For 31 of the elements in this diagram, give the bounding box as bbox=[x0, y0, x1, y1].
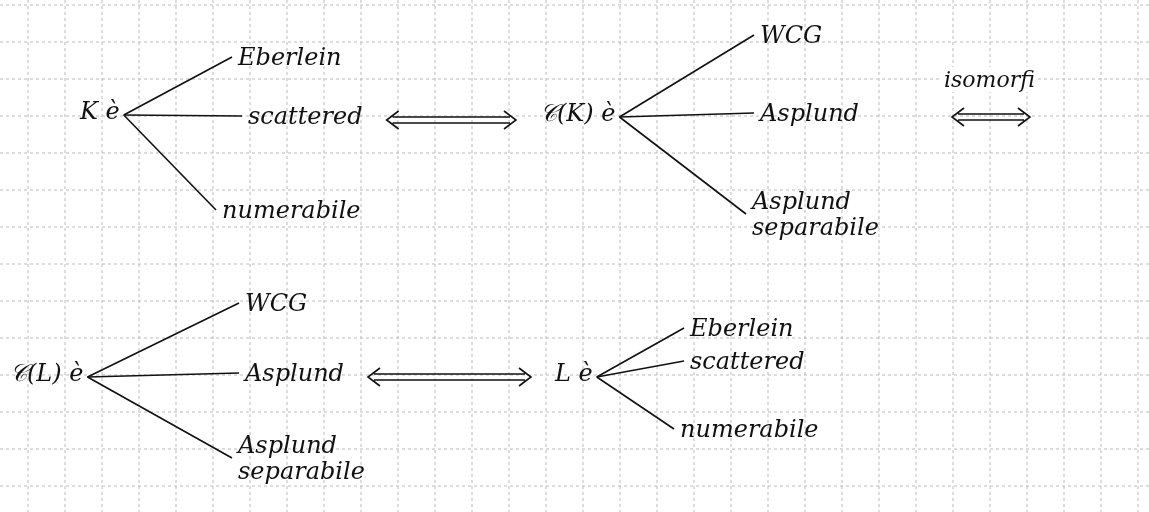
equivalence-arrow bbox=[385, 110, 518, 130]
branch-line bbox=[122, 114, 217, 211]
handwritten-label: Asplund separabile bbox=[752, 188, 892, 240]
branch-line bbox=[86, 372, 240, 378]
branch-line bbox=[618, 116, 747, 215]
branch-line bbox=[596, 360, 685, 378]
note-text: isomorfi bbox=[942, 67, 1037, 92]
handwritten-label: numerabile bbox=[680, 416, 819, 442]
handwritten-label: L è bbox=[555, 360, 593, 386]
handwritten-label: Asplund bbox=[245, 360, 344, 386]
branch-line bbox=[596, 376, 675, 430]
handwritten-label: WCG bbox=[245, 290, 308, 316]
handwritten-label: scattered bbox=[248, 103, 363, 129]
branch-line bbox=[86, 376, 233, 459]
handwritten-label: scattered bbox=[690, 348, 805, 374]
branch-line bbox=[596, 327, 685, 378]
handwritten-label: 𝒞(L) è bbox=[10, 360, 84, 386]
handwritten-label: Eberlein bbox=[690, 315, 794, 341]
handwritten-label: 𝒞(K) è bbox=[540, 100, 616, 126]
handwritten-label: WCG bbox=[760, 22, 823, 48]
handwritten-label: Asplund bbox=[760, 100, 859, 126]
handwritten-label: Eberlein bbox=[238, 44, 342, 70]
equivalence-arrow bbox=[366, 367, 533, 387]
branch-line bbox=[122, 56, 233, 116]
branch-line bbox=[86, 302, 240, 378]
branch-line bbox=[618, 112, 755, 118]
handwritten-label: Asplund separabile bbox=[238, 432, 378, 484]
branch-line bbox=[618, 34, 755, 118]
branch-line bbox=[122, 114, 243, 117]
handwritten-label: K è bbox=[80, 98, 120, 124]
handwritten-label: numerabile bbox=[222, 197, 361, 223]
